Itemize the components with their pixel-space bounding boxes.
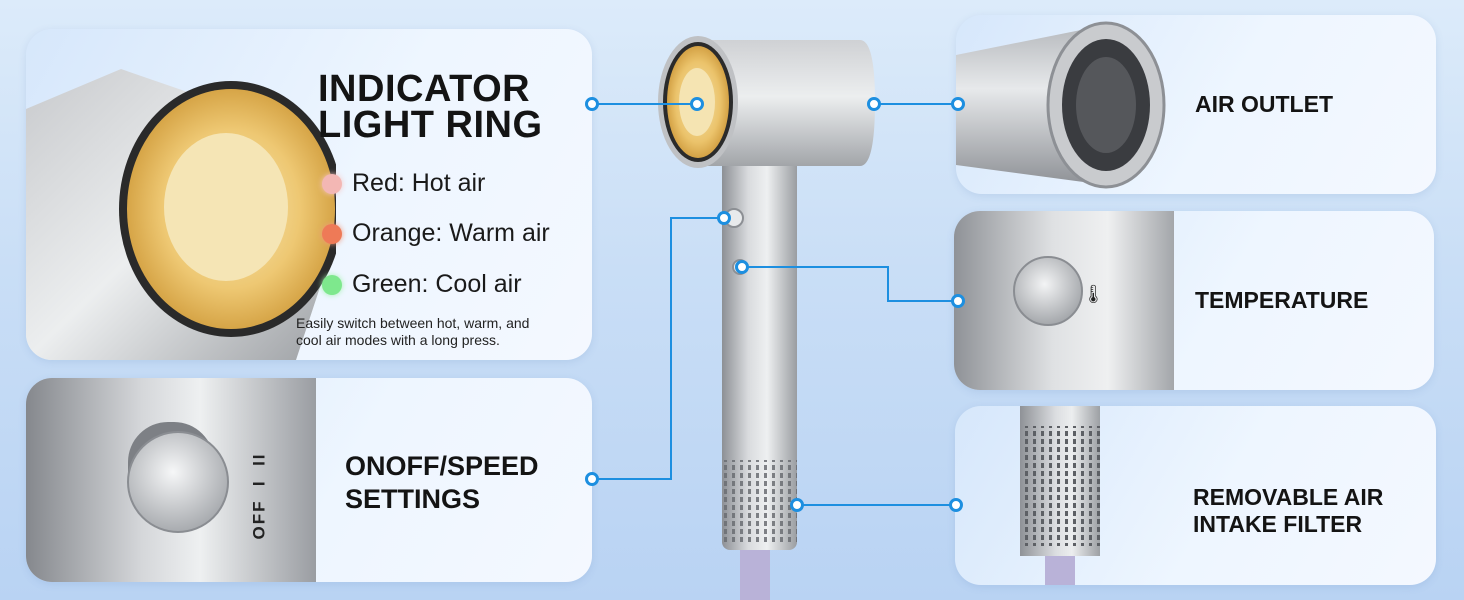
mode-orange: Orange: Warm air <box>322 219 550 248</box>
indicator-desc-line1: Easily switch between hot, warm, and <box>296 315 530 331</box>
air-outlet-image <box>956 21 1166 189</box>
onoff-card: OFF I II ONOFF/SPEED SETTINGS <box>26 378 592 582</box>
indicator-ring-image <box>26 69 336 360</box>
connector-dot-indicator-left <box>585 97 599 111</box>
onoff-title-line2: SETTINGS <box>345 484 481 514</box>
connector-dot-outlet-card <box>951 97 965 111</box>
connector-dot-temp-button <box>735 260 749 274</box>
mode-green-label: Green: Cool air <box>352 270 522 298</box>
mode-red-label: Red: Hot air <box>352 169 486 197</box>
green-dot-icon <box>322 274 342 295</box>
outlet-card: AIR OUTLET <box>956 15 1436 194</box>
thermometer-icon: 🌡 <box>1082 284 1105 304</box>
red-dot-icon <box>322 173 342 194</box>
filter-title-line2: INTAKE FILTER <box>1193 511 1363 537</box>
mode-orange-label: Orange: Warm air <box>352 219 550 247</box>
connector-dot-temp-card <box>951 294 965 308</box>
indicator-card: INDICATOR LIGHT RING Red: Hot air Orange… <box>26 29 592 360</box>
orange-dot-icon <box>322 223 342 244</box>
connector-dot-power-button <box>717 211 731 225</box>
indicator-title-line2: LIGHT RING <box>318 104 543 146</box>
connector-dot-outlet-head <box>867 97 881 111</box>
connector-dot-onoff-card <box>585 472 599 486</box>
mode-red: Red: Hot air <box>322 169 485 198</box>
temperature-button-image <box>954 211 1174 390</box>
filter-title-line1: REMOVABLE AIR <box>1193 484 1384 510</box>
intake-filter-image <box>1020 406 1100 585</box>
connector-dot-indicator-ring <box>690 97 704 111</box>
mode-green: Green: Cool air <box>322 270 522 299</box>
speed-switch-image <box>26 378 316 582</box>
indicator-desc-line2: cool air modes with a long press. <box>296 332 500 348</box>
indicator-title-line1: INDICATOR <box>318 68 531 110</box>
connector-dot-filter-card <box>949 498 963 512</box>
connector-dot-filter <box>790 498 804 512</box>
temperature-title: TEMPERATURE <box>1195 287 1369 313</box>
temperature-card: 🌡 TEMPERATURE <box>954 211 1434 390</box>
outlet-title: AIR OUTLET <box>1195 91 1333 117</box>
hair-dryer-image <box>658 36 875 600</box>
onoff-title-line1: ONOFF/SPEED <box>345 451 539 481</box>
filter-card: REMOVABLE AIR INTAKE FILTER <box>955 406 1436 585</box>
